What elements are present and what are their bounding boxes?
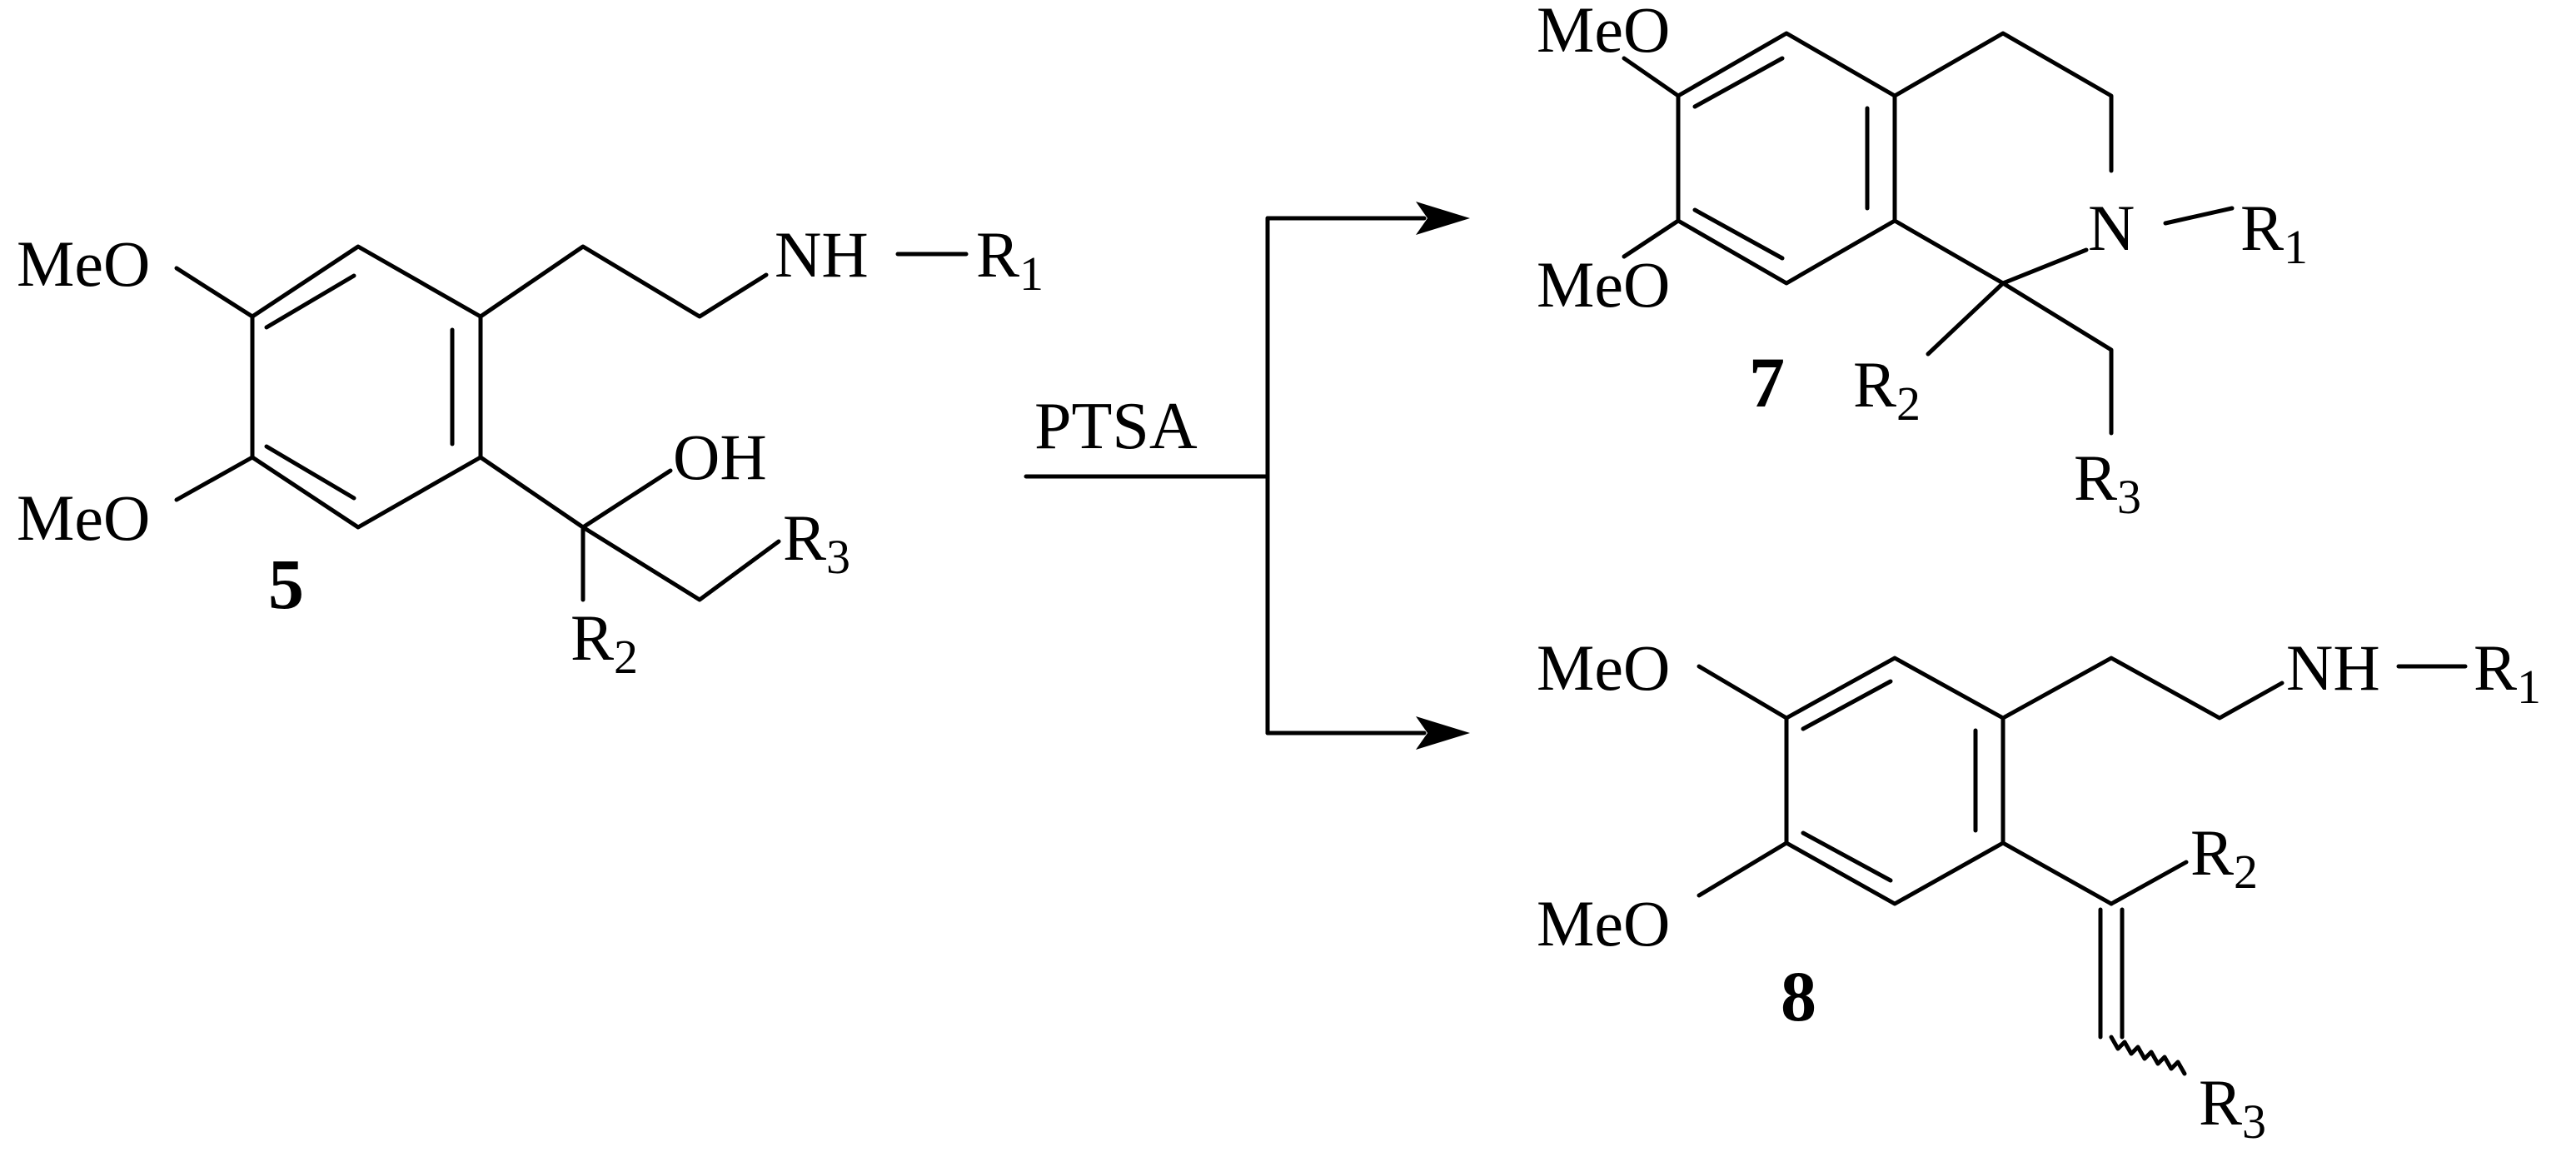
compound-8-r2: R2 <box>2190 816 2258 899</box>
compound-7-r3: R3 <box>2074 441 2141 524</box>
compound-8-r1: R1 <box>2474 631 2541 714</box>
compound-7-piperidine-ring <box>1892 31 2114 173</box>
compound-5-r2: R2 <box>571 601 638 684</box>
compound-7: MeO MeO N R1 R2 R3 7 <box>1537 0 2308 524</box>
compound-5-double-bond <box>264 273 356 330</box>
compound-7-r1: R1 <box>2240 192 2308 274</box>
compound-8-ethyl-chain <box>2001 656 2285 721</box>
compound-5-meo-bond <box>174 266 255 319</box>
arrow-to-8-head <box>1416 716 1470 750</box>
compound-7-number: 7 <box>1749 342 1785 422</box>
compound-5-oh: OH <box>673 421 767 493</box>
reagent-label: PTSA <box>1034 390 1198 463</box>
compound-7-n-r1-bond <box>2163 206 2235 226</box>
compound-8-benzene-ring <box>1784 656 2005 906</box>
compound-8-meo-top: MeO <box>1537 631 1670 704</box>
compound-5-oh-bond <box>580 468 673 530</box>
compound-5: MeO MeO NH R1 OH R3 R2 5 <box>17 218 1044 684</box>
compound-8-meo-bottom: MeO <box>1537 887 1670 960</box>
compound-8-double-bond <box>1801 830 1893 883</box>
compound-5-ethyl-chain <box>478 244 769 319</box>
compound-7-meo-bottom: MeO <box>1537 248 1670 321</box>
compound-7-r2: R2 <box>1853 348 1921 431</box>
compound-8: MeO MeO NH R1 R2 R3 8 <box>1537 631 2541 1149</box>
compound-7-n-c1-bond <box>2001 247 2089 286</box>
compound-7-meo-bond <box>1622 56 1681 98</box>
compound-7-double-bond <box>1692 56 1785 109</box>
compound-7-meo-top: MeO <box>1537 0 1670 66</box>
compound-8-meo-bond <box>1697 840 1789 898</box>
compound-7-double-bond <box>1692 207 1785 261</box>
compound-8-number: 8 <box>1781 956 1816 1036</box>
compound-5-meo-top: MeO <box>17 227 150 300</box>
compound-7-meo-bond <box>1622 218 1681 259</box>
compound-5-meo-bottom: MeO <box>17 481 150 554</box>
arrow-to-7-head <box>1416 202 1470 235</box>
compound-7-ch2-r3-bond <box>2001 281 2114 436</box>
compound-5-carbinol-bond <box>478 455 585 530</box>
compound-8-nh: NH <box>2286 631 2380 704</box>
compound-5-meo-bond <box>174 455 255 502</box>
compound-5-r1: R1 <box>976 218 1044 301</box>
compound-7-n: N <box>2088 192 2135 264</box>
compound-8-r2-bond <box>2109 860 2189 906</box>
reaction-arrows: PTSA <box>1024 202 1470 750</box>
compound-8-double-bond <box>1801 679 1893 731</box>
compound-5-ch2-r3-bond <box>580 525 781 602</box>
compound-8-meo-bond <box>1697 664 1789 721</box>
compound-7-r2-bond <box>1926 281 2005 357</box>
compound-5-nh: NH <box>775 218 869 291</box>
compound-7-benzene-ring <box>1676 31 1897 286</box>
compound-7-c1-aryl-bond <box>1892 218 2005 286</box>
compound-8-r3: R3 <box>2199 1066 2266 1149</box>
compound-5-benzene-ring <box>250 244 483 530</box>
compound-5-r3: R3 <box>783 501 850 584</box>
compound-8-wavy-bond <box>2109 1035 2187 1076</box>
compound-5-double-bond <box>264 444 356 501</box>
compound-8-vinyl-bond <box>2001 840 2114 906</box>
compound-5-number: 5 <box>268 544 304 624</box>
